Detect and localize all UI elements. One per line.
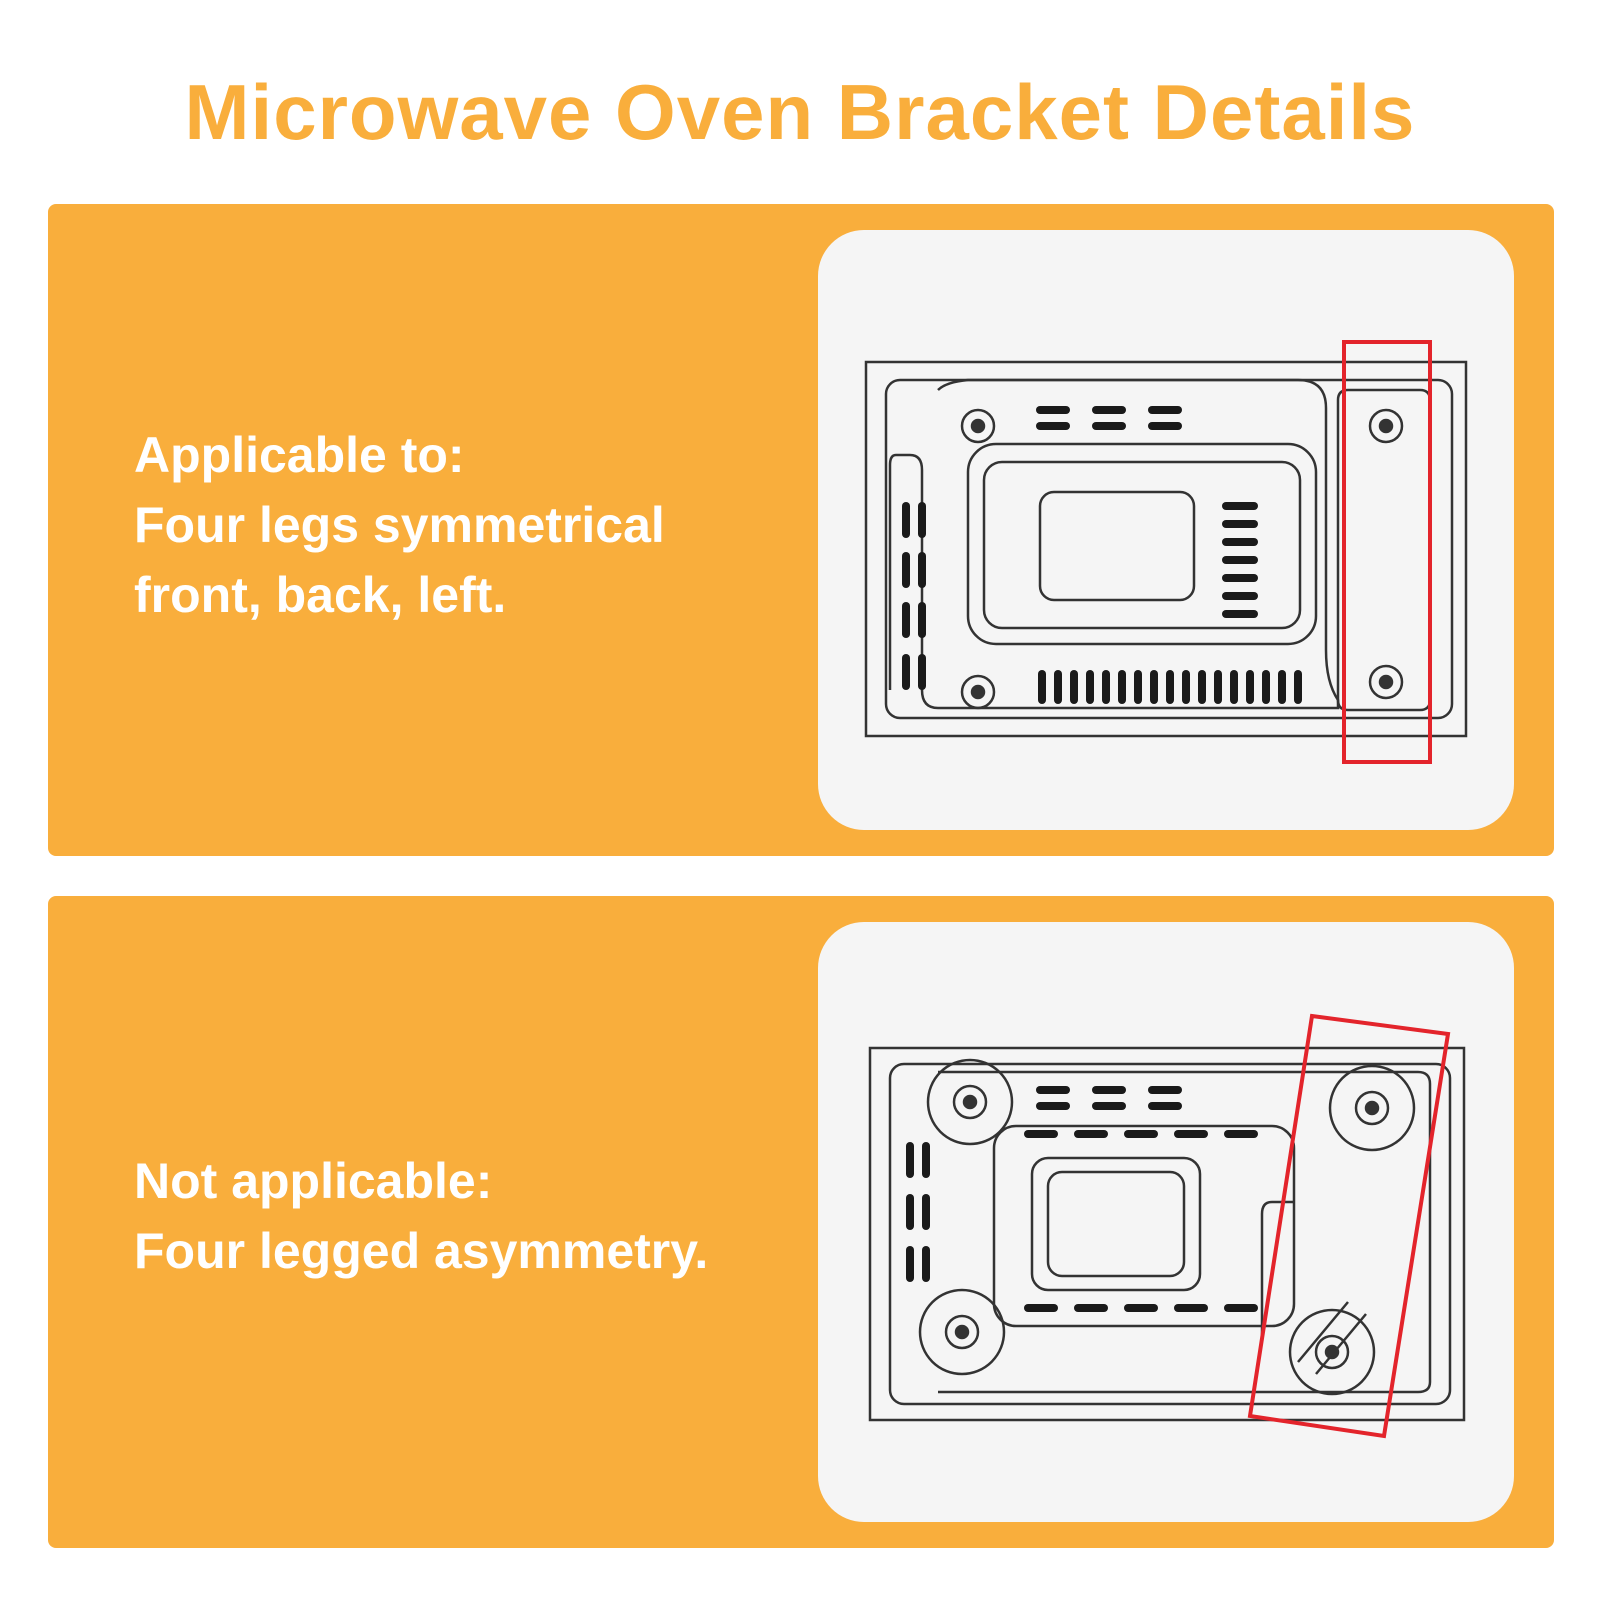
caption-line: front, back, left. bbox=[134, 567, 507, 623]
microwave-bottom-symmetrical-illustration bbox=[864, 340, 1468, 764]
caption-line: Four legged asymmetry. bbox=[134, 1223, 709, 1279]
page-title: Microwave Oven Bracket Details bbox=[184, 68, 1416, 156]
not-applicable-caption: Not applicable: Four legged asymmetry. bbox=[134, 1146, 708, 1286]
symmetrical-illustration-card bbox=[818, 230, 1514, 830]
caption-heading: Applicable to: bbox=[134, 427, 465, 483]
not-applicable-panel: Not applicable: Four legged asymmetry. bbox=[48, 896, 1554, 1548]
asymmetrical-illustration-card bbox=[818, 922, 1514, 1522]
caption-line: Four legs symmetrical bbox=[134, 497, 665, 553]
applicable-caption: Applicable to: Four legs symmetrical fro… bbox=[134, 420, 665, 630]
highlight-frame bbox=[1342, 340, 1432, 764]
caption-heading: Not applicable: bbox=[134, 1153, 493, 1209]
highlight-frame bbox=[1247, 1013, 1451, 1439]
microwave-bottom-asymmetrical-illustration bbox=[868, 1013, 1466, 1439]
applicable-panel: Applicable to: Four legs symmetrical fro… bbox=[48, 204, 1554, 856]
